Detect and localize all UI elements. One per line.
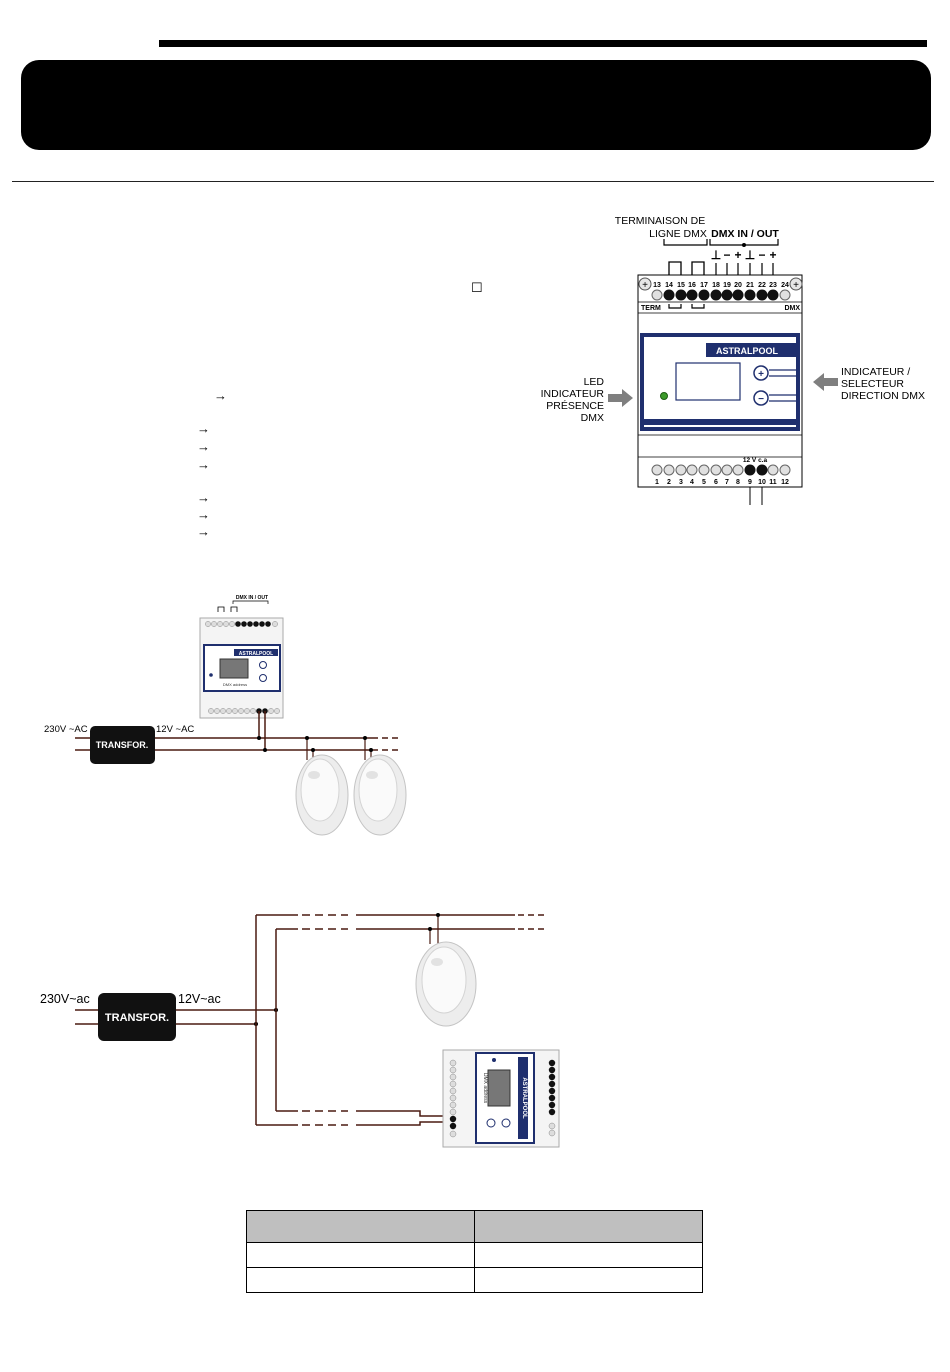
brand-logo: ASTRALPOOL [716,346,779,356]
table-row [246,1242,703,1268]
svg-text:6: 6 [714,479,718,486]
dmx-label: DMX [784,305,800,312]
svg-text:DMX address: DMX address [223,682,247,687]
polarity-symbol: − [758,248,765,262]
svg-text:+: + [758,369,764,380]
svg-text:DMX IN / OUT: DMX IN / OUT [236,595,268,601]
termination-label-1: TERMINAISON DE [615,215,705,227]
svg-text:21: 21 [746,282,754,289]
indicator-label-2: SELECTEUR [841,378,904,390]
indicator-label-1: INDICATEUR / [841,366,910,378]
termination-label-2: LIGNE DMX [649,228,707,240]
polarity-symbol: ⊥ [711,248,721,262]
svg-text:20: 20 [734,282,742,289]
svg-text:13: 13 [653,282,661,289]
arrow-left-icon [813,373,838,391]
svg-text:8: 8 [736,479,740,486]
led-label-2: INDICATEUR [541,388,605,400]
svg-text:23: 23 [769,282,777,289]
section-divider [12,181,934,182]
voltage-in-label: 230V~ac [40,992,90,1006]
voltage-out-label: 12V ~AC [156,724,194,735]
pool-lamp-icon [415,941,477,1027]
arrow-right-icon [608,389,633,407]
arrow-icon: → [197,421,210,436]
led-label-3: PRÉSENCE [546,399,604,412]
supply-label: 12 V c.a [743,457,768,464]
svg-text:5: 5 [702,479,706,486]
checkbox-icon: ☐ [471,280,483,295]
svg-text:−: − [758,394,764,405]
pool-lamp-icon [353,754,407,836]
svg-text:22: 22 [758,282,766,289]
spec-table [246,1210,703,1293]
arrow-icon: → [197,507,210,522]
voltage-out-label: 12V~ac [178,992,221,1006]
table-cell [246,1267,475,1293]
svg-text:+: + [642,280,648,291]
wiring-diagram-1: DMX IN / OUT ASTRALPOOL DMX address TRAN… [44,595,407,836]
polarity-symbol: + [769,248,776,262]
arrow-icon: → [214,388,227,403]
svg-text:4: 4 [690,479,694,486]
table-cell [474,1242,703,1268]
top-rule [159,40,927,47]
svg-text:+: + [793,280,799,291]
transformer-label: TRANSFOR. [96,740,149,750]
svg-text:DMX address: DMX address [482,1073,488,1104]
svg-text:24: 24 [781,282,789,289]
led-label-4: DMX [581,412,604,424]
table-cell [246,1242,475,1268]
table-header-row [246,1210,703,1243]
title-banner [21,60,931,150]
table-row [246,1267,703,1293]
svg-text:7: 7 [725,479,729,486]
voltage-in-label: 230V ~AC [44,724,88,735]
table-cell [474,1210,703,1243]
polarity-symbol: − [723,248,730,262]
svg-text:1: 1 [655,479,659,486]
transformer-label: TRANSFOR. [105,1012,169,1024]
indicator-label-3: DIRECTION DMX [841,390,925,402]
svg-text:17: 17 [700,282,708,289]
dmx-in-out-label: DMX IN / OUT [711,228,779,240]
svg-text:ASTRALPOOL: ASTRALPOOL [521,1077,527,1119]
svg-text:18: 18 [712,282,720,289]
svg-text:ASTRALPOOL: ASTRALPOOL [239,651,273,657]
polarity-symbol: ⊥ [745,248,755,262]
svg-text:11: 11 [769,479,777,486]
svg-text:19: 19 [723,282,731,289]
arrow-icon: → [197,457,210,472]
led-label-1: LED [584,376,605,388]
svg-text:16: 16 [688,282,696,289]
arrow-icon: → [197,490,210,505]
arrow-icon: → [197,524,210,539]
svg-text:2: 2 [667,479,671,486]
svg-text:15: 15 [677,282,685,289]
svg-text:12: 12 [781,479,789,486]
svg-text:10: 10 [758,479,766,486]
svg-text:9: 9 [748,479,752,486]
table-cell [246,1210,475,1243]
device-figure: TERMINAISON DE LIGNE DMX DMX IN / OUT ⊥ … [541,215,925,505]
svg-text:14: 14 [665,282,673,289]
svg-text:3: 3 [679,479,683,486]
arrow-icon: → [197,439,210,454]
table-cell [474,1267,703,1293]
wiring-diagram-2: 230V~ac 12V~ac TRANSFOR. ASTRALPOOL DMX … [40,913,560,1148]
polarity-symbol: + [734,248,741,262]
pool-lamp-icon [295,754,349,836]
term-label: TERM [641,305,661,312]
